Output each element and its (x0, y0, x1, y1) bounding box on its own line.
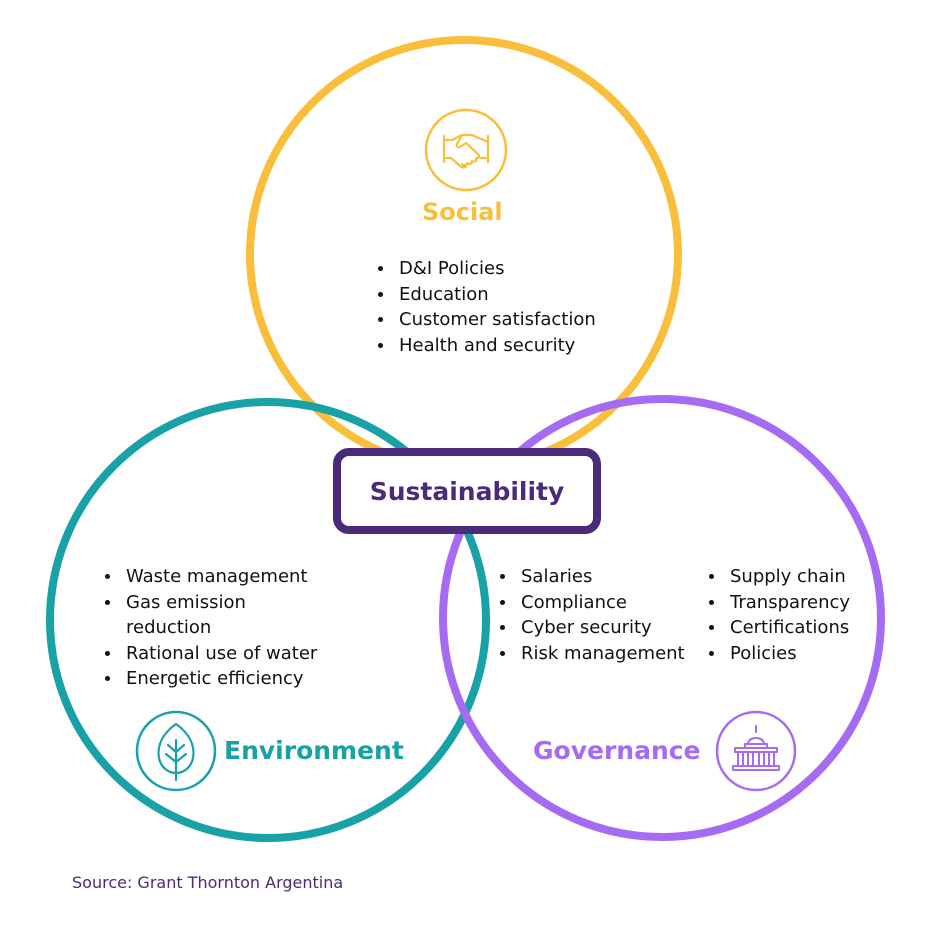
list-item: Salaries (497, 564, 685, 590)
list-item: Rational use of water (102, 641, 342, 667)
list-item: Health and security (375, 333, 596, 359)
list-item: Waste management (102, 564, 342, 590)
list-item: Gas emission reduction (102, 590, 276, 641)
governance-list-left: Salaries Compliance Cyber security Risk … (497, 564, 685, 666)
source-caption: Source: Grant Thornton Argentina (72, 873, 344, 892)
list-item: D&I Policies (375, 256, 596, 282)
list-item: Energetic efficiency (102, 666, 342, 692)
environment-list: Waste management Gas emission reduction … (102, 564, 342, 692)
sustainability-box: Sustainability (333, 448, 601, 534)
social-list: D&I Policies Education Customer satisfac… (375, 256, 596, 358)
list-item: Policies (706, 641, 850, 667)
governance-label: Governance (533, 736, 701, 765)
governance-circle (439, 395, 885, 841)
social-label: Social (422, 198, 503, 226)
list-item: Risk management (497, 641, 685, 667)
list-item: Compliance (497, 590, 685, 616)
leaf-icon (135, 710, 217, 792)
governance-list-right: Supply chain Transparency Certifications… (706, 564, 850, 666)
list-item: Cyber security (497, 615, 685, 641)
list-item: Certifications (706, 615, 850, 641)
list-item: Transparency (706, 590, 850, 616)
government-building-icon (715, 710, 797, 792)
list-item: Education (375, 282, 596, 308)
handshake-icon (424, 108, 508, 192)
environment-label: Environment (224, 736, 404, 765)
list-item: Supply chain (706, 564, 850, 590)
environment-circle (46, 398, 490, 842)
sustainability-label: Sustainability (369, 476, 565, 506)
list-item: Customer satisfaction (375, 307, 596, 333)
